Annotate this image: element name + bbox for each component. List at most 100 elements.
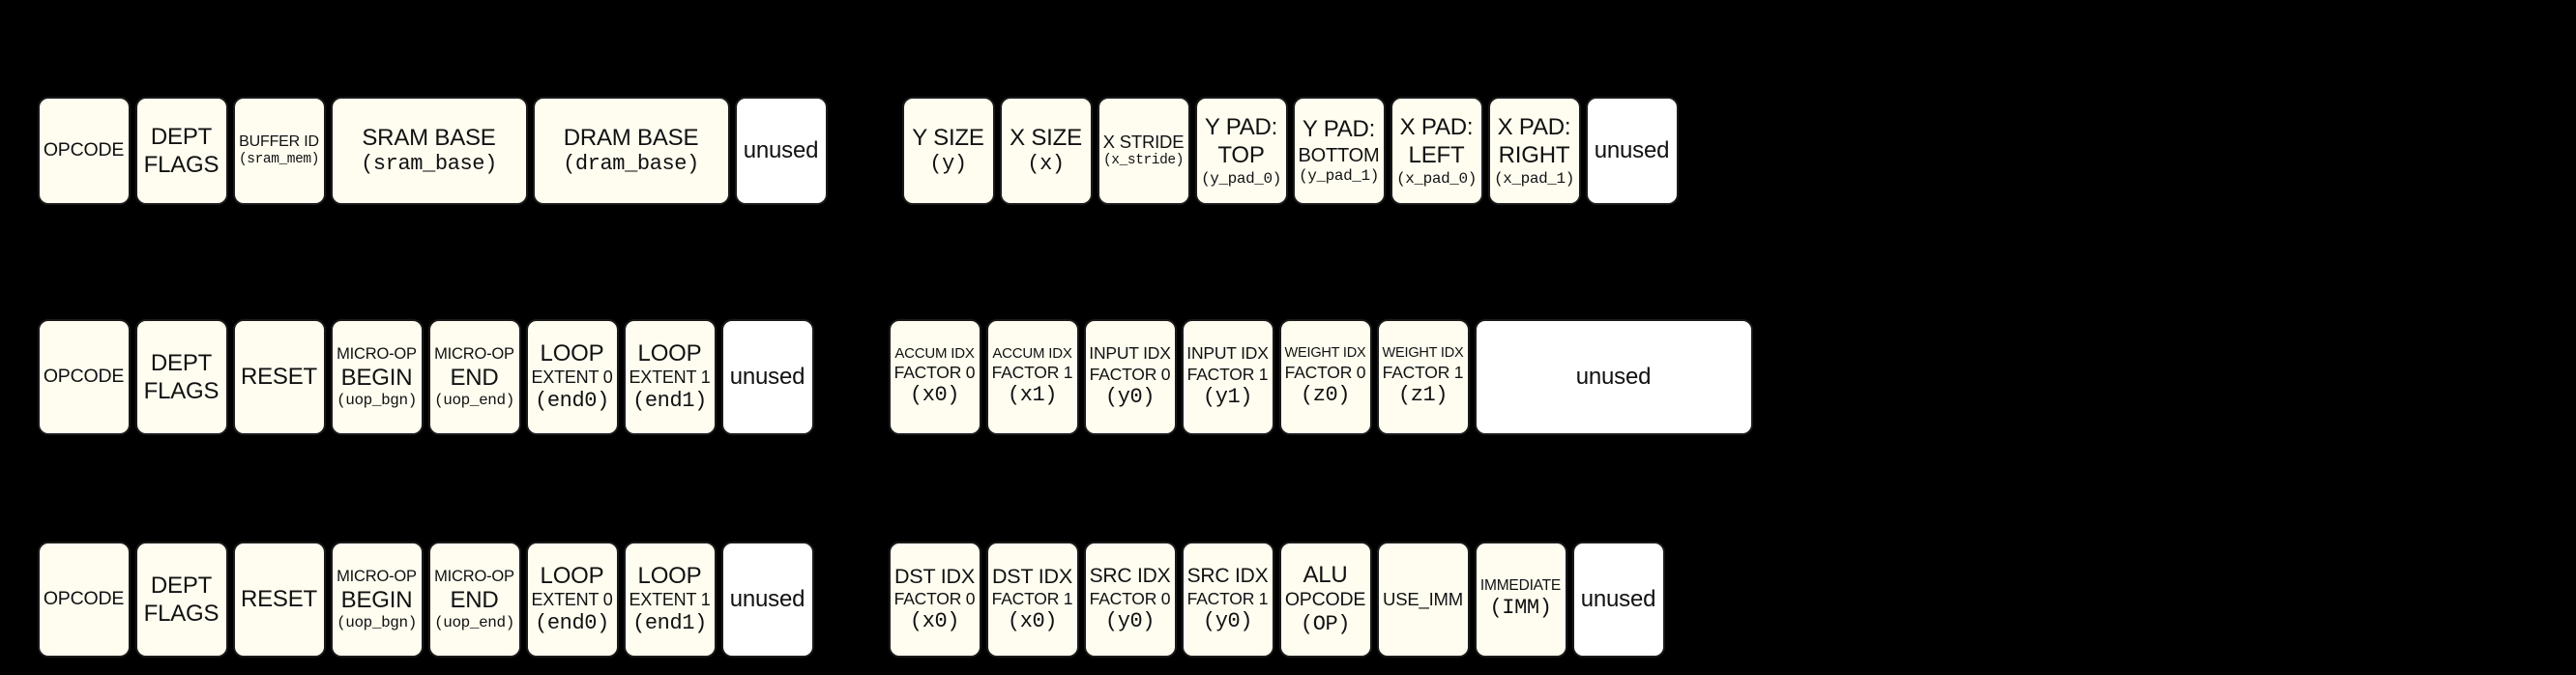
field-label-line: (z1) bbox=[1397, 383, 1449, 408]
field-label-line: MICRO-OP bbox=[337, 344, 417, 363]
field-label-line: FACTOR 0 bbox=[893, 363, 976, 383]
field-label-line: Y PAD: bbox=[1204, 113, 1278, 140]
field-sram-base: SRAM BASE(sram_base) bbox=[330, 97, 528, 205]
field-label-line: X PAD: bbox=[1399, 113, 1474, 140]
field-dram-base: DRAM BASE(dram_base) bbox=[532, 97, 730, 205]
field-label-line: DEPT bbox=[150, 572, 213, 599]
field-y-pad-top: Y PAD:TOP(y_pad_0) bbox=[1194, 97, 1288, 205]
field-label-line: END bbox=[450, 586, 499, 613]
field-label-line: WEIGHT IDX bbox=[1284, 345, 1366, 362]
field-label-line: X SIZE bbox=[1010, 124, 1082, 151]
field-label-line: MICRO-OP bbox=[337, 567, 417, 585]
field-label-line: FACTOR 1 bbox=[1186, 588, 1269, 608]
field-label-line: FACTOR 1 bbox=[1382, 362, 1464, 382]
field-label-line: (uop_end) bbox=[434, 613, 514, 631]
field-label-line: Y SIZE bbox=[912, 124, 984, 151]
field-x-pad-right: X PAD:RIGHT(x_pad_1) bbox=[1487, 97, 1581, 205]
field-label-line: FACTOR 1 bbox=[991, 589, 1073, 609]
field-label-line: INPUT IDX bbox=[1186, 343, 1269, 364]
field-opcode: OPCODE bbox=[37, 319, 131, 435]
field-label-line: EXTENT 1 bbox=[629, 367, 711, 388]
field-label-line: (y_pad_0) bbox=[1201, 169, 1281, 188]
field-label-line: (x_stride) bbox=[1102, 153, 1184, 169]
field-label-line: Y PAD: bbox=[1302, 116, 1376, 143]
field-label-line: (end0) bbox=[535, 389, 609, 414]
field-label-line: WEIGHT IDX bbox=[1382, 345, 1464, 362]
field-y-pad-bottom: Y PAD:BOTTOM(y_pad_1) bbox=[1292, 97, 1386, 205]
field-label-line: (x0) bbox=[909, 383, 960, 408]
field-label-line: (IMM) bbox=[1489, 596, 1552, 621]
field-label-line: FACTOR 0 bbox=[893, 589, 976, 609]
field-label-line: INPUT IDX bbox=[1089, 343, 1171, 364]
field-label-line: (x) bbox=[1027, 152, 1065, 177]
field-buffer-id: BUFFER ID(sram_mem) bbox=[232, 97, 326, 205]
field-label-line: FACTOR 0 bbox=[1089, 588, 1171, 608]
field-label-line: (x_pad_1) bbox=[1494, 169, 1574, 188]
field-label-line: FACTOR 1 bbox=[1186, 364, 1269, 384]
field-y-size: Y SIZE(y) bbox=[901, 97, 995, 205]
field-unused: unused bbox=[1571, 542, 1665, 658]
field-label-line: SRAM BASE bbox=[362, 124, 496, 151]
field-unused: unused bbox=[720, 542, 814, 658]
field-label-line: (end1) bbox=[632, 389, 707, 414]
field-label-line: EXTENT 1 bbox=[629, 590, 711, 610]
row-left-offset bbox=[0, 97, 35, 205]
field-reset: RESET bbox=[232, 319, 326, 435]
field-label-line: (y0) bbox=[1104, 609, 1156, 634]
field-label-line: MICRO-OP bbox=[434, 567, 514, 585]
field-label-line: FACTOR 0 bbox=[1284, 362, 1366, 382]
field-label-line: OPCODE bbox=[43, 588, 125, 610]
field-unused: unused bbox=[720, 319, 814, 435]
field-label-line: TOP bbox=[1217, 142, 1265, 169]
field-label-line: (x_pad_0) bbox=[1396, 169, 1477, 188]
field-label-line: unused bbox=[1575, 364, 1652, 391]
field-label-line: DEPT bbox=[150, 123, 213, 150]
row-left-offset bbox=[0, 542, 35, 658]
field-label-line: MICRO-OP bbox=[434, 344, 514, 363]
field-label-line: SRC IDX bbox=[1089, 565, 1171, 588]
field-label-line: RIGHT bbox=[1498, 142, 1570, 169]
field-unused: unused bbox=[1585, 97, 1679, 205]
field-label-line: X STRIDE bbox=[1102, 131, 1185, 152]
field-label-line: DST IDX bbox=[893, 564, 976, 588]
field-label-line: unused bbox=[743, 137, 819, 164]
field-label-line: (y) bbox=[929, 152, 967, 177]
group-separator-gap bbox=[830, 97, 899, 205]
field-label-line: (y_pad_1) bbox=[1299, 167, 1379, 186]
row-left-offset bbox=[0, 319, 35, 435]
field-group-load-store-group-2: Y SIZE(y) X SIZE(x) X STRIDE(x_stride) Y PA… bbox=[899, 97, 1681, 205]
field-label-line: (sram_base) bbox=[361, 152, 497, 177]
field-label-line: unused bbox=[729, 586, 805, 613]
field-label-line: unused bbox=[1580, 586, 1656, 613]
field-label-line: OPCODE bbox=[43, 139, 125, 161]
field-label-line: (end0) bbox=[535, 611, 609, 636]
field-label-line: DST IDX bbox=[991, 564, 1073, 588]
field-label-line: FLAGS bbox=[143, 378, 220, 404]
field-label-line: (uop_bgn) bbox=[337, 613, 417, 631]
field-x-pad-left: X PAD:LEFT(x_pad_0) bbox=[1390, 97, 1483, 205]
field-label-line: DRAM BASE bbox=[563, 124, 699, 151]
field-label-line: FLAGS bbox=[143, 601, 220, 627]
field-use-imm: USE_IMM bbox=[1376, 542, 1470, 658]
field-label-line: DEPT bbox=[150, 349, 213, 376]
